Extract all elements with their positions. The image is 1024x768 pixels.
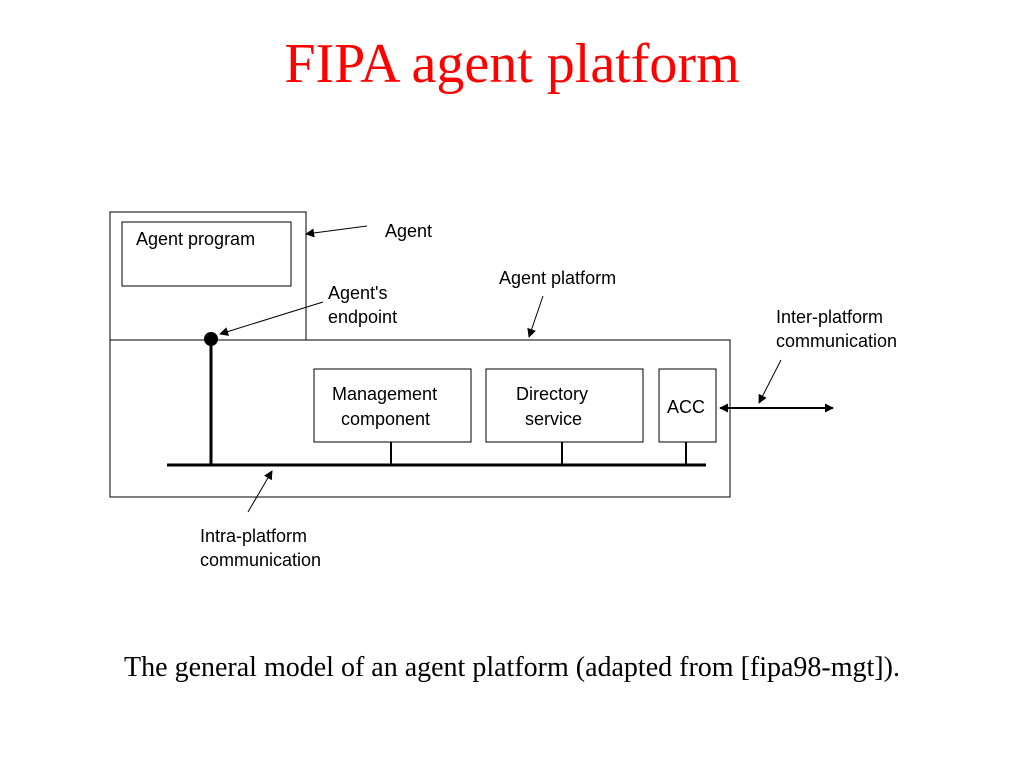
agent-platform-box bbox=[109, 339, 731, 498]
directory-label-line2: service bbox=[525, 409, 582, 429]
agent-platform-label: Agent platform bbox=[499, 268, 616, 288]
management-component-box bbox=[313, 368, 472, 443]
intra-platform-label-line2: communication bbox=[200, 550, 321, 570]
inter-platform-pointer-arrow bbox=[758, 359, 782, 404]
agent-endpoint-dot bbox=[204, 332, 218, 346]
acc-label: ACC bbox=[667, 397, 705, 417]
intra-platform-pointer-arrow bbox=[247, 470, 273, 513]
endpoint-label-line1: Agent's bbox=[328, 283, 387, 303]
endpoint-pointer-arrow bbox=[219, 301, 324, 336]
directory-label-line1: Directory bbox=[516, 384, 588, 404]
slide-title: FIPA agent platform bbox=[284, 33, 740, 95]
directory-service-box bbox=[485, 368, 644, 443]
agent-program-label: Agent program bbox=[136, 229, 255, 249]
management-label-line2: component bbox=[341, 409, 430, 429]
platform-pointer-arrow bbox=[527, 295, 544, 338]
agent-pointer-arrow bbox=[305, 225, 368, 238]
agent-label: Agent bbox=[385, 221, 432, 241]
intra-platform-label-line1: Intra-platform bbox=[200, 526, 307, 546]
inter-platform-label-line2: communication bbox=[776, 331, 897, 351]
slide-caption: The general model of an agent platform (… bbox=[124, 652, 900, 683]
inter-platform-label-line1: Inter-platform bbox=[776, 307, 883, 327]
acc-box bbox=[658, 368, 717, 443]
agent-program-box bbox=[121, 221, 292, 287]
management-label-line1: Management bbox=[332, 384, 437, 404]
endpoint-label-line2: endpoint bbox=[328, 307, 397, 327]
